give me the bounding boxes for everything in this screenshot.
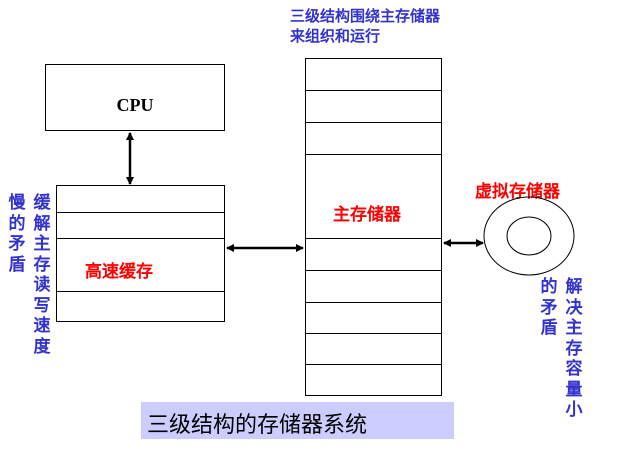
caption-box: 三级结构的存储器系统 — [141, 402, 454, 439]
main-memory-label: 主存储器 — [333, 205, 401, 225]
disk-outer-ring-icon — [483, 196, 575, 276]
cpu-label: CPU — [116, 95, 154, 115]
caption-text: 三级结构的存储器系统 — [147, 413, 368, 438]
cache-row-divider — [57, 291, 224, 292]
virtual-memory-label: 虚拟存储器 — [475, 182, 560, 202]
memory-row-divider — [306, 238, 441, 239]
memory-row-divider — [306, 122, 441, 123]
memory-row-divider — [306, 154, 441, 155]
main-memory-box: 主存储器 — [305, 58, 442, 396]
memory-row-divider — [306, 302, 441, 303]
left-note-col2: 缓解主存读写速度 — [33, 193, 51, 357]
memory-row-divider — [306, 364, 441, 365]
top-note: 三级结构围绕主存储器 来组织和运行 — [290, 6, 440, 46]
left-note-col1: 慢的矛盾 — [8, 193, 26, 275]
memory-row-divider — [306, 90, 441, 91]
top-note-line1: 三级结构围绕主存储器 — [290, 7, 441, 25]
right-note-col1: 的矛盾 — [540, 277, 558, 338]
top-note-line2: 来组织和运行 — [290, 27, 381, 45]
cache-row-divider — [57, 212, 224, 213]
cache-box: 高速缓存 — [56, 185, 225, 322]
disk-inner-ring-icon — [506, 216, 552, 256]
cache-row-divider — [57, 238, 224, 239]
right-note-col2: 解决主存容量小 — [565, 277, 583, 420]
cache-label: 高速缓存 — [85, 262, 153, 282]
memory-row-divider — [306, 333, 441, 334]
cpu-box: CPU — [45, 64, 225, 131]
memory-row-divider — [306, 270, 441, 271]
